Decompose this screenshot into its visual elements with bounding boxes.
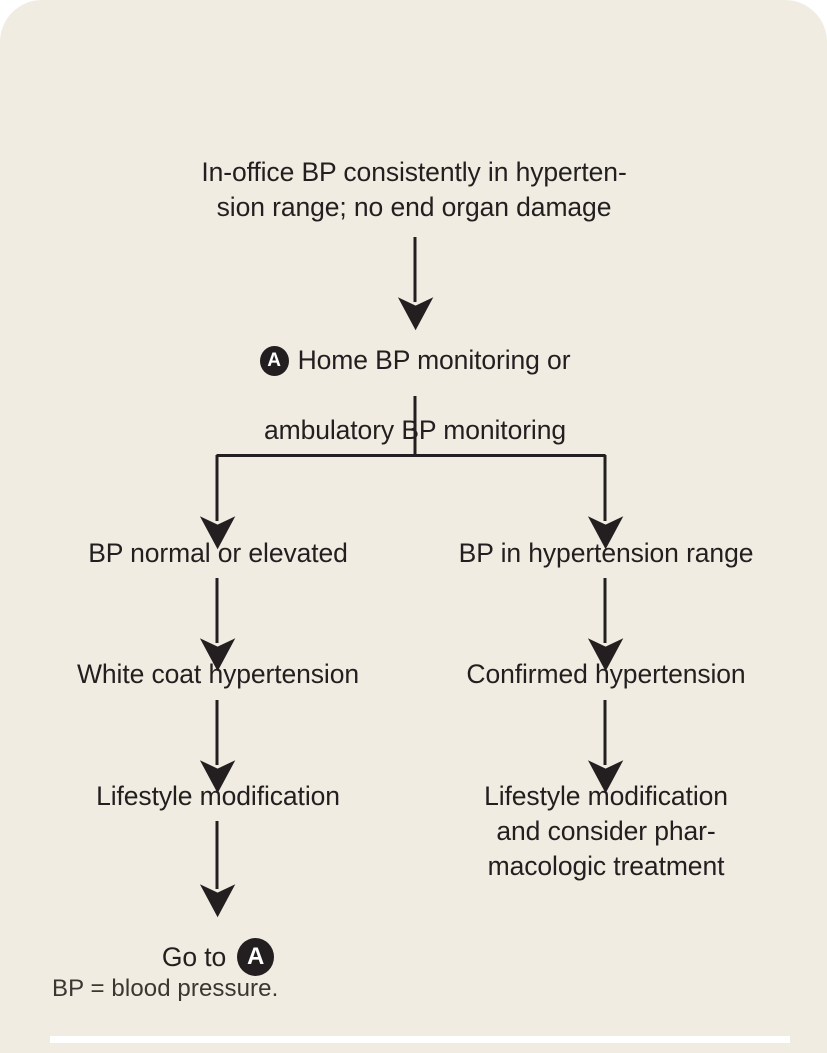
node-go-to-a: Go to A [32, 903, 404, 1011]
monitoring-line-1-text: Home BP monitoring or [297, 345, 571, 375]
monitoring-first-line: A Home BP monitoring or [175, 343, 655, 378]
figure-footnote: BP = blood pressure. [52, 975, 279, 1002]
node-in-office-bp: In-office BP consistently in hyperten- s… [201, 157, 627, 222]
bottom-divider-rule [50, 1036, 790, 1043]
node-home-bp-monitoring: A Home BP monitoring or ambulatory BP mo… [175, 308, 655, 483]
go-to-line: Go to A [32, 938, 404, 976]
node-lifestyle-modification-left: Lifestyle modification [96, 781, 340, 811]
go-to-label: Go to [161, 941, 227, 972]
node-lifestyle-modification-pharmacologic: Lifestyle modification and consider phar… [484, 781, 728, 881]
badge-a-icon: A [259, 345, 289, 376]
node-white-coat-hypertension: White coat hypertension [77, 659, 359, 689]
monitoring-line-2-text: ambulatory BP monitoring [263, 415, 566, 445]
node-confirmed-hypertension: Confirmed hypertension [466, 659, 746, 689]
node-bp-normal-or-elevated: BP normal or elevated [88, 538, 348, 568]
badge-a-target-icon: A [237, 938, 275, 976]
node-bp-in-hypertension-range: BP in hypertension range [458, 538, 754, 568]
